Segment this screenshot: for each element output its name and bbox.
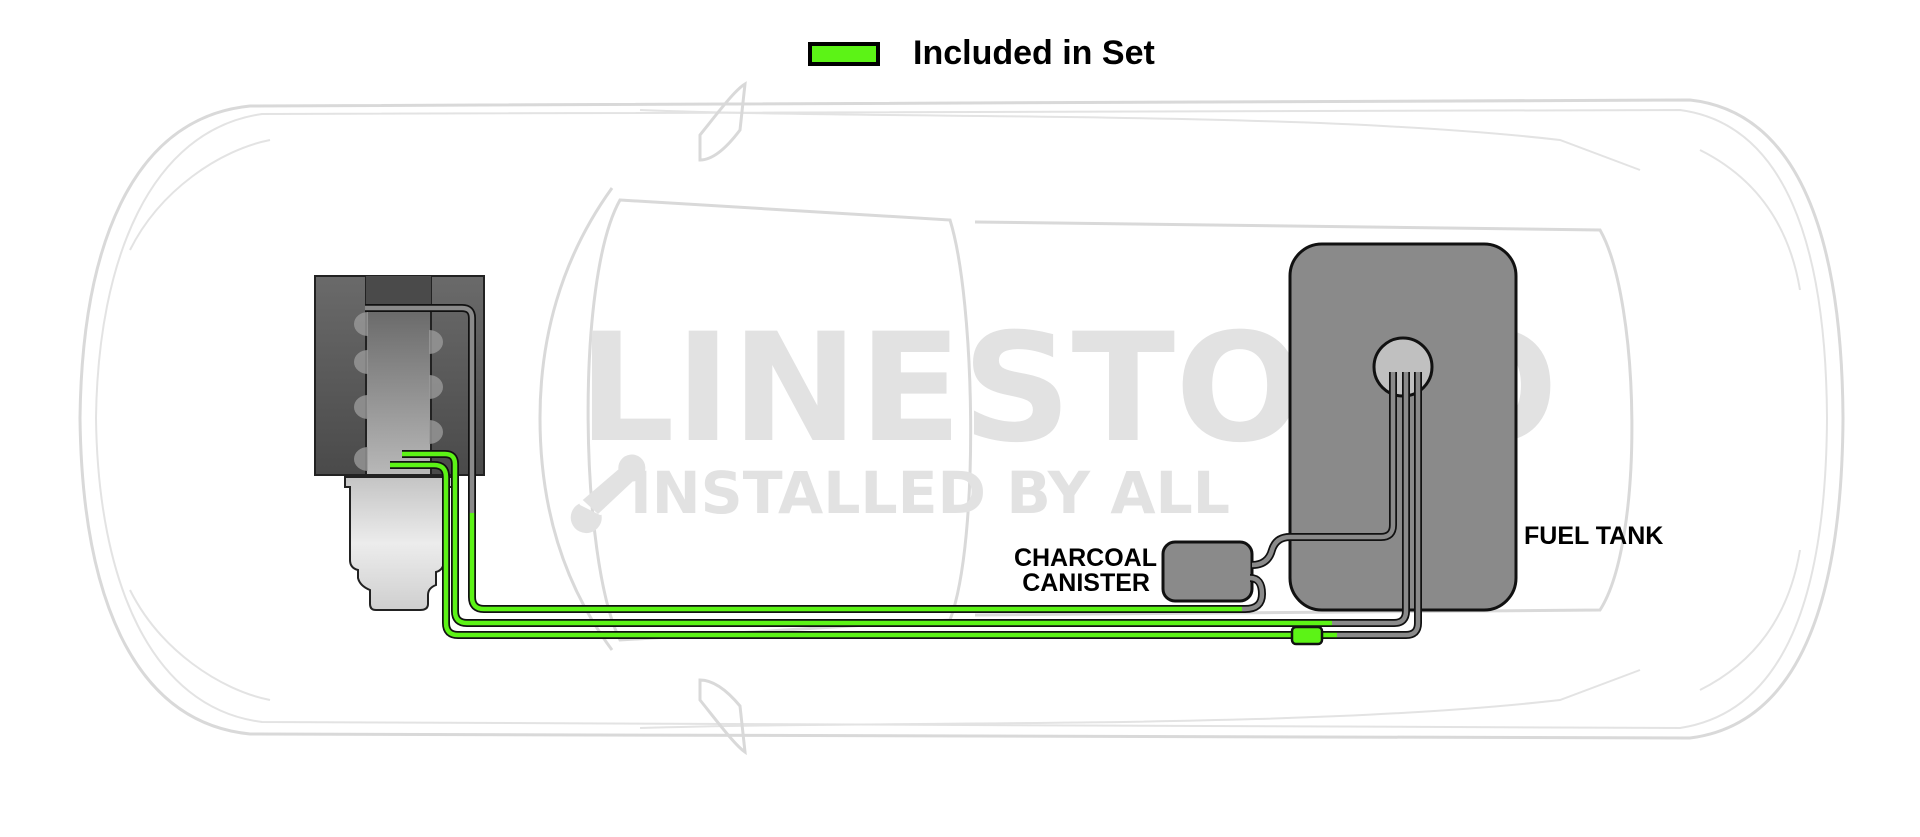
charcoal-canister-label-line1: CHARCOAL	[1014, 544, 1157, 572]
legend: Included in Set	[808, 34, 1155, 72]
charcoal-canister-label-line2: CANISTER	[1022, 569, 1150, 597]
fuel-tank-label: FUEL TANK	[1524, 522, 1663, 550]
car-outline	[78, 81, 1845, 756]
legend-label: Included in Set	[913, 34, 1155, 72]
svg-text:INSTALLED BY ALL: INSTALLED BY ALL	[630, 459, 1230, 527]
legend-swatch	[808, 42, 880, 66]
supply-line	[402, 372, 1410, 627]
charcoal-canister	[1161, 540, 1254, 603]
line-connector	[1290, 625, 1324, 646]
fuel-lines	[365, 304, 1422, 646]
second-supply-line	[390, 372, 1422, 639]
vapor-line	[1251, 372, 1397, 569]
wrench-icon	[570, 454, 646, 534]
return-line	[365, 304, 1266, 613]
transmission	[344, 476, 454, 611]
